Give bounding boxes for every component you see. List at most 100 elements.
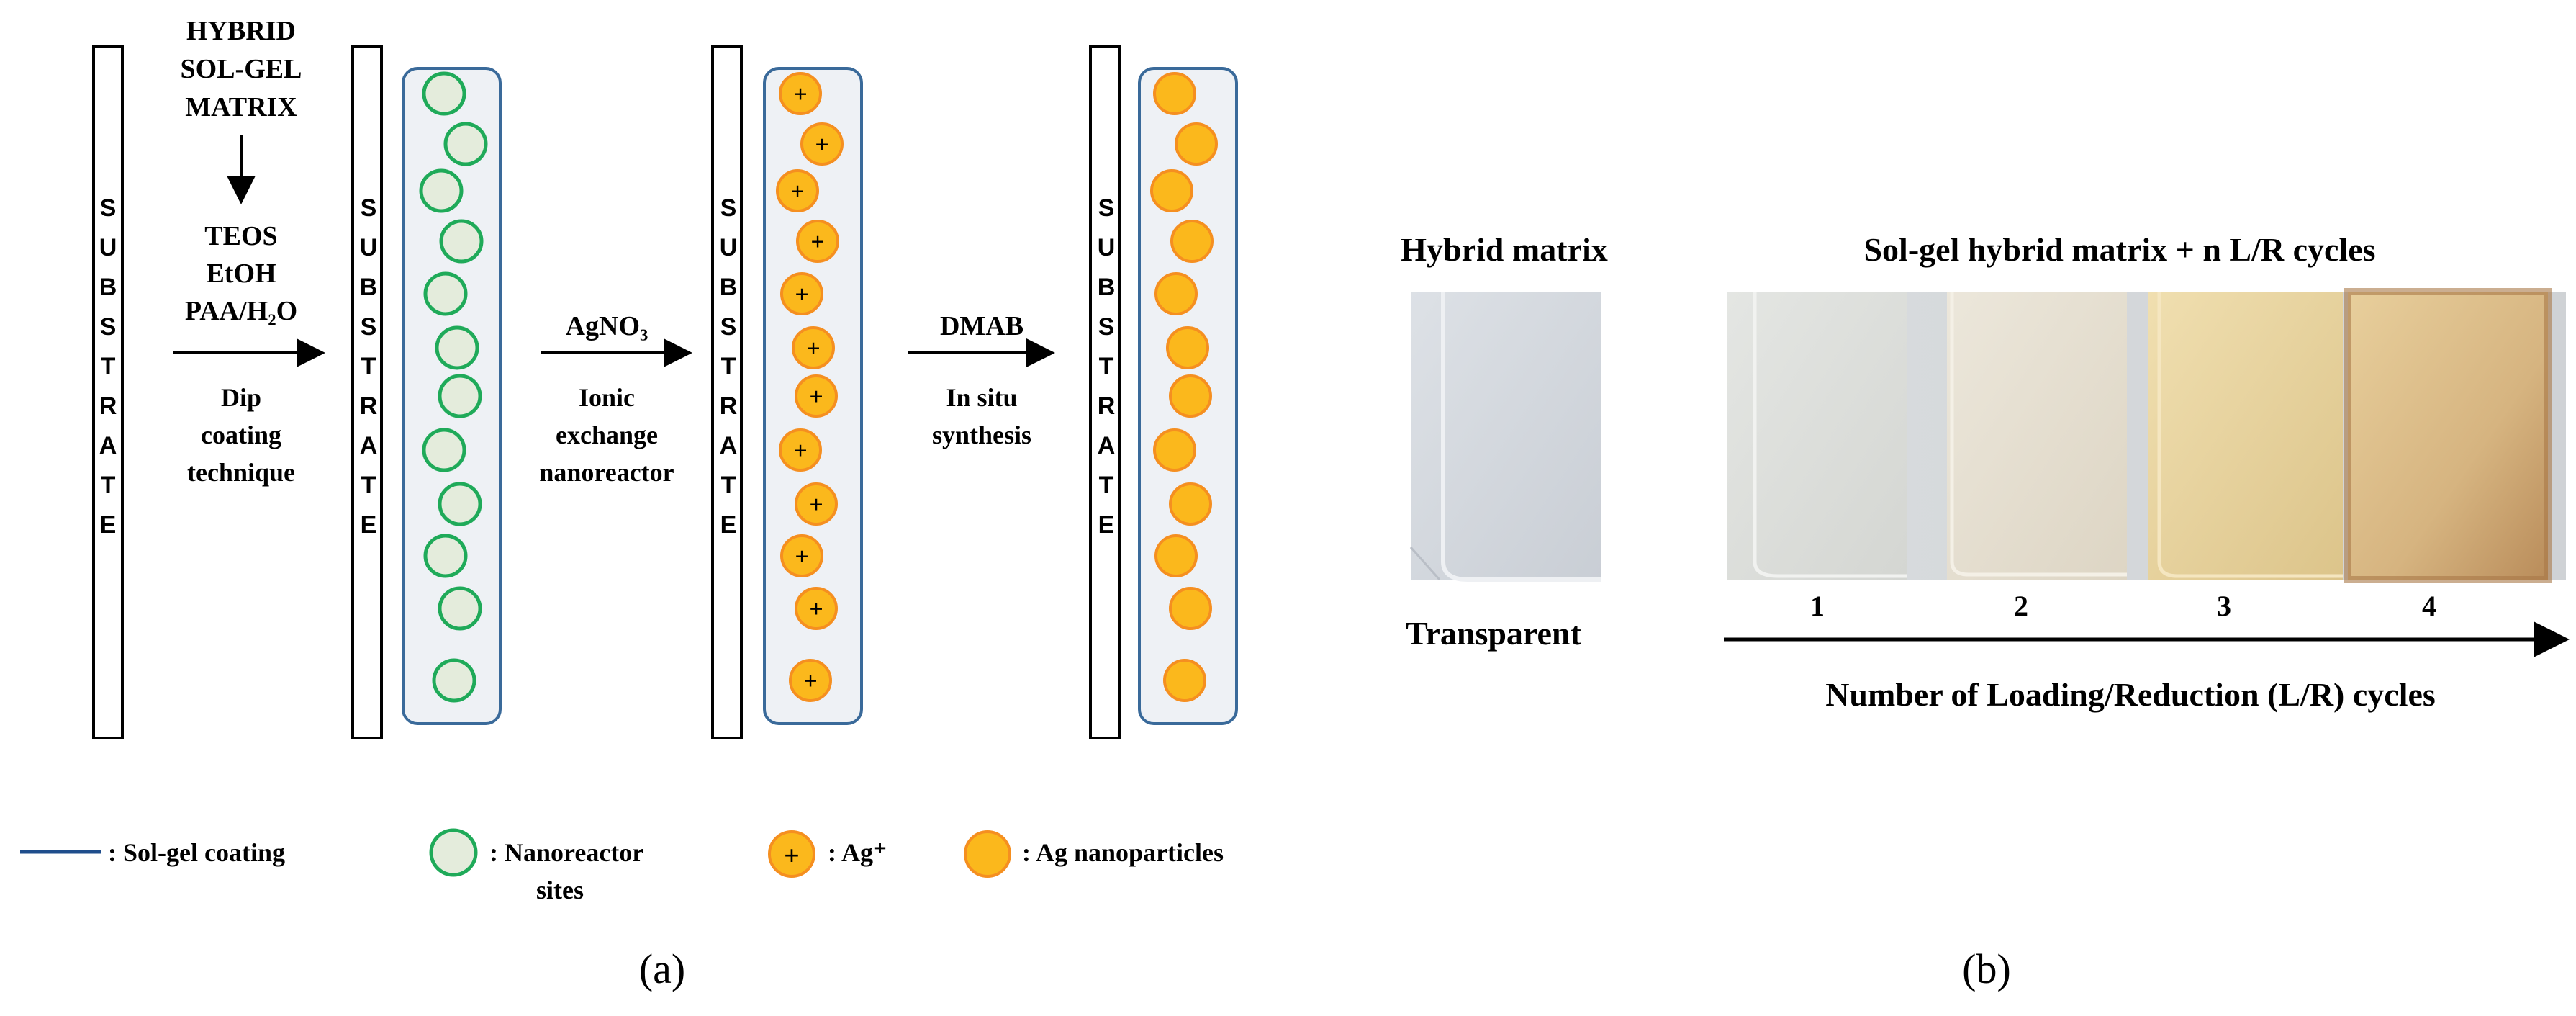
ag-nanoparticle xyxy=(1153,72,1196,115)
substrate-4 xyxy=(1089,45,1121,739)
substrate-1 xyxy=(92,45,124,739)
nanoreactor-site xyxy=(438,586,482,631)
nanoreactor-site xyxy=(422,428,466,472)
ag-nanoparticle xyxy=(1154,534,1198,577)
ag-ion-plus: + xyxy=(809,596,823,623)
ag-ion xyxy=(792,326,835,369)
sample-2 xyxy=(1947,292,2127,580)
legend-ag-np-label: : Ag nanoparticles xyxy=(1022,838,1224,867)
ag-ion-plus: + xyxy=(790,179,804,205)
panel-b: Hybrid matrix Transparent Sol-gel hybrid… xyxy=(1401,231,2570,992)
step-2-line-1: Ionic xyxy=(579,383,635,412)
nanoreactor-site xyxy=(423,534,468,578)
ag-ion-plus: + xyxy=(806,336,820,362)
ag-nanoparticle xyxy=(1175,122,1218,166)
legend-ag-np-icon xyxy=(964,830,1011,878)
technique-line-1: Dip xyxy=(221,383,261,412)
reagent-teos: TEOS xyxy=(204,221,277,251)
step-2-annotation: AgNO₃ Ionic exchange nanoreactor xyxy=(539,311,692,487)
reference-sample-photo xyxy=(1409,292,1601,582)
reference-label: Transparent xyxy=(1406,615,1581,652)
nanoreactor-site xyxy=(435,325,479,370)
step-2-line-3: nanoreactor xyxy=(539,458,674,487)
sample-3 xyxy=(2148,292,2343,580)
ag-nanoparticle xyxy=(1170,220,1214,263)
series-samples-photo xyxy=(1727,288,2566,583)
legend-ag-ion-label: : Ag⁺ xyxy=(828,838,887,867)
ag-ion xyxy=(780,534,823,577)
nanoreactor-site xyxy=(422,71,466,116)
cycle-number-4: 4 xyxy=(2422,590,2436,622)
legend-nanoreactor-label-2: sites xyxy=(536,876,584,904)
ag-ion-plus: + xyxy=(803,668,817,695)
step-1-annotation: HYBRID SOL-GEL MATRIX TEOS EtOH PAA/H₂O … xyxy=(173,16,325,487)
nanoreactor-site xyxy=(443,122,488,166)
legend: : Sol-gel coating : Nanoreactor sites + … xyxy=(20,828,1224,904)
caption-a: (a) xyxy=(639,945,685,992)
legend-coating-label: : Sol-gel coating xyxy=(108,838,285,867)
ag-ion xyxy=(796,220,839,263)
technique-line-3: technique xyxy=(187,458,295,487)
step-2-line-2: exchange xyxy=(556,421,658,449)
substrate-2 xyxy=(351,45,383,739)
ag-ion xyxy=(800,122,844,166)
ag-ion-plus: + xyxy=(809,492,823,518)
ag-nanoparticle xyxy=(1169,587,1212,630)
nanoreactor-site xyxy=(438,482,482,526)
ag-ion-plus: + xyxy=(793,438,807,464)
matrix-label-3: MATRIX xyxy=(185,92,297,122)
legend-nanoreactor-label: : Nanoreactor xyxy=(489,838,643,867)
ag-nanoparticle xyxy=(1169,482,1212,526)
ag-ion xyxy=(795,482,838,526)
ag-nanoparticle xyxy=(1169,374,1212,418)
series-title: Sol-gel hybrid matrix + n L/R cycles xyxy=(1863,231,2375,268)
ag-nanoparticle xyxy=(1150,169,1193,212)
technique-line-2: coating xyxy=(201,421,281,449)
nanoreactor-site xyxy=(419,168,464,213)
legend-ag-ion-icon xyxy=(768,830,815,878)
ag-ion xyxy=(780,272,823,315)
ag-ion-plus: + xyxy=(810,229,824,256)
caption-b: (b) xyxy=(1962,945,2011,992)
ag-ion-plus: + xyxy=(795,544,808,570)
cycle-number-1: 1 xyxy=(1810,590,1825,622)
reagent-agno3: AgNO₃ xyxy=(566,311,648,341)
step-3-annotation: DMAB In situ synthesis xyxy=(908,311,1055,449)
legend-ag-ion-plus: + xyxy=(784,841,800,871)
ag-ion xyxy=(795,374,838,418)
ag-ion xyxy=(795,587,838,630)
ag-nanoparticle xyxy=(1163,659,1206,702)
cycle-number-3: 3 xyxy=(2217,590,2231,622)
step-3-line-1: In situ xyxy=(946,383,1017,412)
ag-ion xyxy=(779,428,822,472)
sample-1 xyxy=(1727,292,1907,580)
reference-title: Hybrid matrix xyxy=(1401,231,1607,268)
reagent-paa: PAA/H₂O xyxy=(185,296,297,326)
cycle-number-2: 2 xyxy=(2014,590,2028,622)
nanoreactor-site xyxy=(438,374,482,418)
matrix-label-1: HYBRID xyxy=(186,16,296,46)
ag-ion-plus: + xyxy=(815,132,828,158)
reagent-dmab: DMAB xyxy=(940,311,1023,341)
nanoreactor-sites xyxy=(419,71,488,703)
legend-nanoreactor-icon xyxy=(429,828,478,877)
ag-nanoparticles xyxy=(1150,72,1218,702)
substrate-3 xyxy=(711,45,743,739)
ag-ion-plus: + xyxy=(809,384,823,410)
ag-nanoparticle xyxy=(1154,272,1198,315)
nanoreactor-site xyxy=(432,658,476,703)
ag-ion-plus: + xyxy=(795,282,808,308)
cycles-axis-label: Number of Loading/Reduction (L/R) cycles xyxy=(1825,676,2436,713)
ag-ion xyxy=(776,169,819,212)
cycle-number-labels: 1 2 3 4 xyxy=(1810,590,2436,622)
reagent-etoh: EtOH xyxy=(206,259,276,289)
matrix-label-2: SOL-GEL xyxy=(181,54,302,84)
